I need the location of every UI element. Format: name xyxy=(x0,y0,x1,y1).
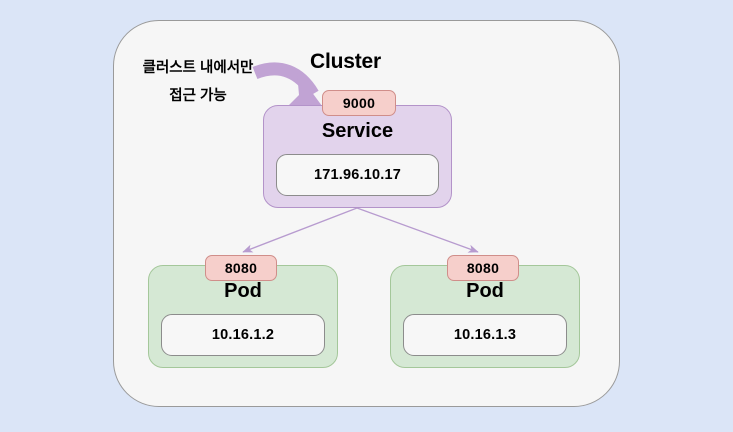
pod-ip-box-2: 10.16.1.3 xyxy=(403,314,567,356)
pod-node-1[interactable]: Pod 10.16.1.2 xyxy=(148,265,338,368)
service-ip-box: 171.96.10.17 xyxy=(276,154,439,196)
pod-ip-box-1: 10.16.1.2 xyxy=(161,314,325,356)
annotation-line-1: 클러스트 내에서만 xyxy=(142,60,254,76)
pod-node-2[interactable]: Pod 10.16.1.3 xyxy=(390,265,580,368)
pod-port-badge-1: 8080 xyxy=(205,255,277,281)
service-ip-text: 171.96.10.17 xyxy=(313,167,402,183)
service-label: Service xyxy=(321,120,394,142)
access-annotation: 클러스트 내에서만 접근 가능 xyxy=(118,54,278,110)
annotation-line-2: 접근 가능 xyxy=(169,88,227,104)
cluster-title: Cluster xyxy=(310,50,381,73)
service-node[interactable]: Service 171.96.10.17 xyxy=(263,105,452,208)
pod-label-2: Pod xyxy=(466,280,504,302)
pod-port-badge-2: 8080 xyxy=(447,255,519,281)
pod-ip-text-1: 10.16.1.2 xyxy=(211,327,275,343)
pod-ip-text-2: 10.16.1.3 xyxy=(453,327,517,343)
service-port-badge: 9000 xyxy=(322,90,396,116)
pod-label-1: Pod xyxy=(224,280,262,302)
